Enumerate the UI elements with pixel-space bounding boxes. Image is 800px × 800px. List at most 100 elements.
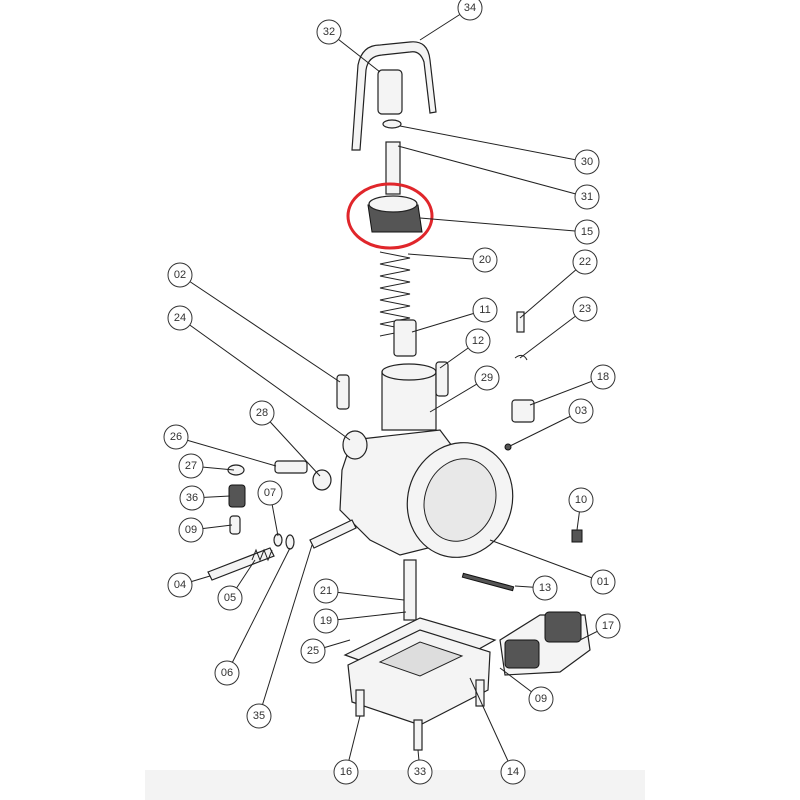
callout-14: 14: [469, 677, 526, 785]
callout-bubble: [257, 480, 283, 506]
highlight-circle: [346, 182, 434, 250]
screw-16-part: [355, 689, 365, 717]
callout-21: 21: [313, 578, 405, 604]
callout-label: 36: [186, 492, 198, 504]
callout-bubble: [590, 364, 616, 390]
leader-line: [489, 539, 604, 583]
callout-28: 28: [249, 400, 321, 477]
callout-09: 09: [178, 517, 233, 543]
callout-bubble: [574, 219, 600, 245]
callout-bubble: [500, 759, 526, 785]
callout-26: 26: [163, 424, 277, 467]
callout-36: 36: [179, 485, 231, 511]
slide-29-part: [381, 371, 437, 431]
callout-label: 12: [472, 335, 484, 347]
needle-clip-11-part: [393, 319, 417, 357]
callout-23: 23: [519, 296, 598, 359]
callout-12: 12: [439, 328, 491, 369]
callout-06: 06: [214, 547, 291, 686]
callout-19: 19: [313, 608, 407, 634]
callout-label: 35: [253, 710, 265, 722]
callout-bubble: [572, 249, 598, 275]
callout-label: 10: [575, 494, 587, 506]
callout-32: 32: [316, 19, 381, 73]
callout-label: 14: [507, 766, 519, 778]
washer-27-part: [227, 464, 245, 476]
callout-27: 27: [178, 453, 235, 479]
callout-bubble: [407, 759, 433, 785]
screw-14b-part: [475, 679, 485, 707]
callout-bubble: [472, 297, 498, 323]
callout-label: 29: [481, 372, 493, 384]
jet-36-part: [228, 484, 246, 508]
callout-label: 31: [581, 191, 593, 203]
callout-bubble: [313, 608, 339, 634]
callout-label: 04: [174, 579, 186, 591]
callout-33: 33: [407, 749, 433, 785]
leader-line: [325, 590, 405, 601]
callout-label: 01: [597, 576, 609, 588]
callout-label: 13: [539, 582, 551, 594]
leader-line: [258, 544, 313, 717]
callout-09: 09: [499, 667, 554, 712]
callout-label: 07: [264, 487, 276, 499]
bottom-band: [145, 770, 645, 800]
callout-bubble: [333, 759, 359, 785]
callout-label: 20: [479, 254, 491, 266]
callout-label: 22: [579, 256, 591, 268]
callout-bubble: [595, 613, 621, 639]
cap-15-top: [368, 195, 418, 213]
callout-label: 11: [479, 304, 490, 316]
callout-07: 07: [257, 480, 283, 537]
callout-bubble: [217, 585, 243, 611]
callout-label: 33: [414, 766, 426, 778]
float-17-block2: [504, 639, 540, 669]
callout-bubble: [474, 365, 500, 391]
callout-17: 17: [579, 613, 621, 641]
spring-05-part: [251, 548, 273, 562]
callout-label: 27: [185, 460, 197, 472]
callout-label: 05: [224, 592, 236, 604]
callout-label: 28: [256, 407, 268, 419]
parts-drawing: [207, 41, 591, 751]
callout-16: 16: [333, 715, 361, 785]
callout-label: 09: [185, 524, 197, 536]
callout-31: 31: [397, 145, 600, 210]
leader-line: [325, 611, 407, 622]
callout-bubble: [179, 485, 205, 511]
callout-01: 01: [489, 539, 616, 595]
callout-label: 25: [307, 645, 319, 657]
leader-line: [179, 317, 351, 441]
callout-bubble: [163, 424, 189, 450]
leader-line: [529, 376, 604, 406]
callout-bubble: [532, 575, 558, 601]
screw-33-part: [413, 719, 423, 751]
callout-25: 25: [300, 638, 351, 664]
jet-12-part: [435, 361, 449, 397]
cable-guide-part: [351, 41, 437, 151]
callout-34: 34: [419, 0, 483, 41]
callout-bubble: [214, 660, 240, 686]
callout-bubble: [300, 638, 326, 664]
callout-35: 35: [246, 544, 313, 729]
callout-label: 09: [535, 693, 547, 705]
callout-18: 18: [529, 364, 616, 406]
needle-jet-21-part: [403, 559, 417, 621]
callout-bubble: [178, 453, 204, 479]
callout-label: 16: [340, 766, 352, 778]
callout-label: 15: [581, 226, 593, 238]
callout-label: 24: [174, 312, 186, 324]
slide-29-top: [381, 363, 437, 381]
callout-20: 20: [407, 247, 498, 273]
leader-line: [261, 412, 321, 477]
screw-28-part: [274, 460, 308, 474]
callout-24: 24: [167, 305, 351, 441]
float-17-block: [544, 611, 582, 643]
callout-03: 03: [509, 398, 594, 447]
leader-line: [509, 410, 582, 447]
callout-bubble: [568, 398, 594, 424]
callout-label: 30: [581, 156, 593, 168]
callout-label: 17: [602, 620, 614, 632]
callout-bubble: [249, 400, 275, 426]
callout-label: 19: [320, 615, 332, 627]
